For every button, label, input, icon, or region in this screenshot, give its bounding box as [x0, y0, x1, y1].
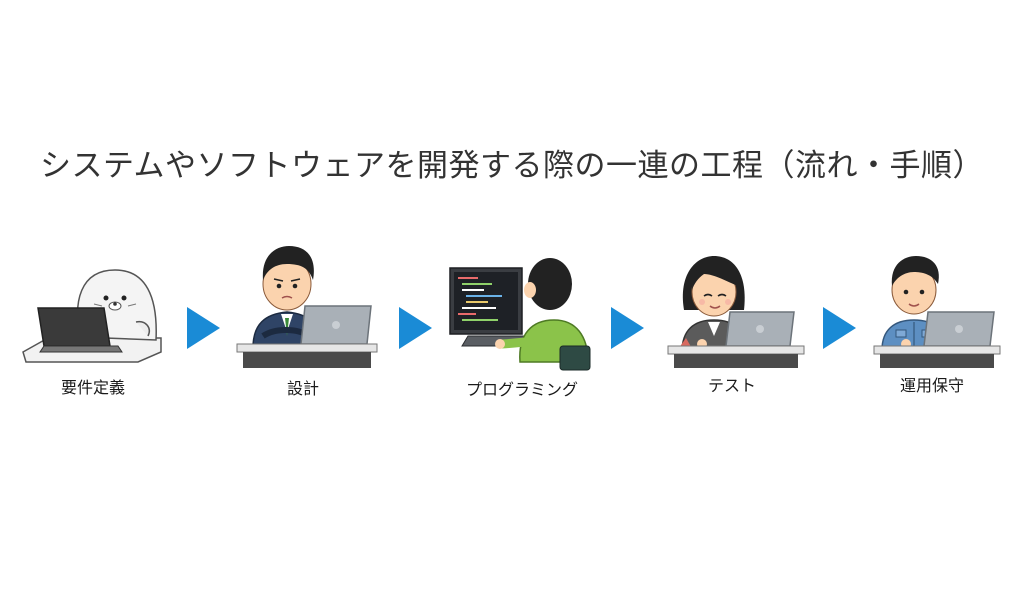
businessman-thinking-icon — [236, 246, 378, 368]
arrow-right-icon — [399, 307, 432, 349]
step-testing: テスト — [666, 250, 806, 395]
engineer-maintenance-icon — [873, 256, 1001, 368]
step-programming: プログラミング — [448, 250, 596, 399]
step-label: 設計 — [286, 379, 320, 398]
step-label: 要件定義 — [60, 378, 126, 397]
arrow-right-icon — [611, 307, 644, 349]
programmer-coding-icon — [449, 258, 591, 371]
page-title: システムやソフトウェアを開発する際の一連の工程（流れ・手順） — [39, 148, 985, 184]
arrow-right-icon — [823, 307, 856, 349]
step-requirements: 要件定義 — [18, 262, 168, 397]
step-label: テスト — [707, 376, 757, 395]
step-maintenance: 運用保守 — [873, 250, 1002, 395]
woman-testing-icon — [667, 256, 805, 368]
step-label: 運用保守 — [899, 376, 965, 395]
arrow-right-icon — [187, 307, 220, 349]
step-label: プログラミング — [465, 380, 579, 399]
step-design: 設計 — [235, 240, 380, 398]
seal-with-laptop-icon — [22, 269, 162, 363]
